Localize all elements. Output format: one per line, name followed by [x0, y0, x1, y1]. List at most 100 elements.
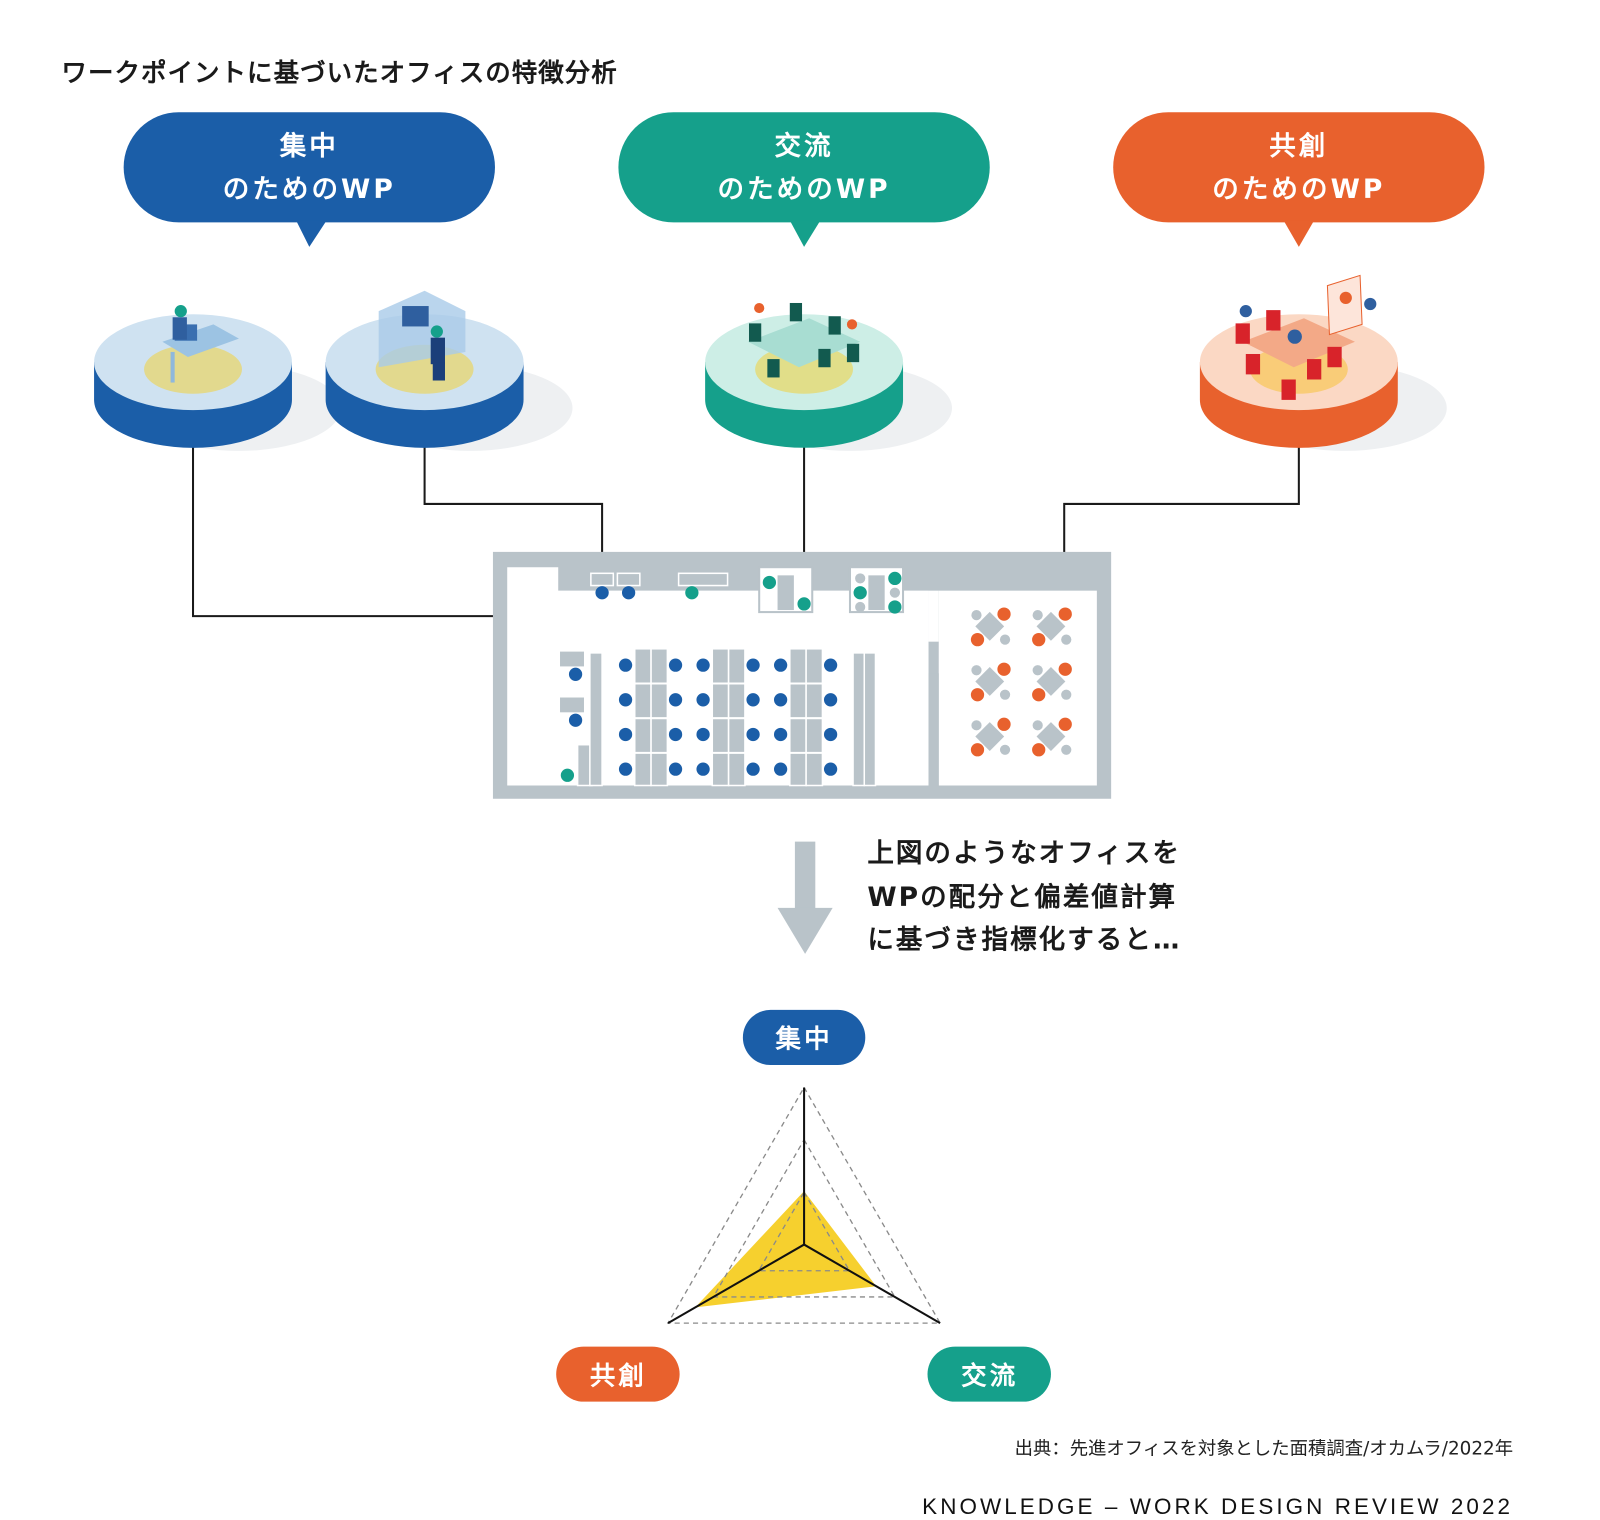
exchange-seat	[685, 586, 699, 600]
focus-seat	[595, 586, 609, 600]
empty-seat	[1061, 689, 1072, 700]
focus-seat	[618, 693, 633, 707]
focus-seat	[773, 693, 788, 707]
focus-seat	[621, 586, 636, 600]
person-head	[846, 319, 858, 330]
cocreation-seat	[1032, 632, 1046, 647]
source-note: 出典：先進オフィスを対象とした面積調査/オカムラ/2022年	[1015, 1439, 1513, 1460]
person-body	[172, 317, 187, 340]
chart-icon	[1339, 291, 1352, 304]
office-floor-plan	[492, 551, 1112, 799]
workpoint-disc-2	[325, 290, 573, 451]
exchange-seat	[560, 768, 575, 782]
empty-seat	[971, 665, 982, 676]
cocreation-seat	[997, 607, 1011, 621]
empty-seat	[999, 744, 1011, 755]
radar-data-area	[695, 1191, 877, 1308]
focus-seat	[618, 727, 633, 742]
focus-seat	[746, 727, 760, 742]
workpoint-disc-4	[1199, 274, 1447, 451]
focus-seat	[823, 727, 838, 742]
whiteboard	[1326, 274, 1363, 336]
person-head	[174, 305, 187, 318]
chair-3	[1245, 353, 1261, 375]
empty-seat	[999, 634, 1011, 645]
chair-1	[1235, 323, 1250, 344]
person-head	[1239, 305, 1252, 318]
focus-seat	[746, 762, 760, 776]
focus-seat	[773, 727, 788, 742]
desk-leg	[170, 351, 175, 383]
empty-seat	[971, 610, 982, 621]
radar-chart	[666, 1086, 942, 1324]
caption-line-3: に基づき指標化すると…	[867, 925, 1181, 956]
empty-seat	[889, 587, 900, 598]
chair-4	[1307, 359, 1322, 380]
exchange-seat	[853, 586, 867, 600]
down-arrow-icon	[777, 841, 833, 954]
bubble-cocreation: 共創 のためのWP	[1113, 112, 1485, 247]
bubble-focus: 集中 のためのWP	[123, 112, 495, 247]
caption-line-1: 上図のようなオフィスを	[867, 838, 1181, 869]
chair-5	[818, 348, 831, 368]
cocreation-seat	[1032, 743, 1046, 757]
chair-6	[846, 343, 860, 363]
empty-seat	[1032, 665, 1043, 676]
chair-2	[1266, 310, 1281, 331]
svg-text:交流: 交流	[961, 1361, 1018, 1391]
focus-seat	[618, 658, 633, 672]
cocreation-seat	[997, 662, 1011, 676]
svg-text:共創: 共創	[590, 1361, 647, 1391]
person-head	[1364, 297, 1377, 311]
focus-seat	[618, 762, 633, 776]
focus-seat	[668, 658, 683, 672]
radar-grid-level-2	[712, 1138, 896, 1298]
cocreation-seat	[1058, 717, 1072, 731]
empty-seat	[1061, 744, 1072, 755]
radar-label-focus: 集中	[742, 1009, 866, 1066]
svg-text:集中: 集中	[775, 1025, 833, 1055]
focus-seat	[746, 658, 760, 672]
cocreation-seat	[1058, 662, 1072, 676]
empty-seat	[971, 720, 982, 731]
bubble-exchange-line2: のためのWP	[718, 174, 891, 205]
person-head	[430, 325, 443, 338]
bubble-focus-line2: のためのWP	[223, 174, 396, 205]
focus-seat	[568, 713, 583, 727]
radar-grid-level-3	[666, 1086, 942, 1324]
caption-line-2: WPの配分と偏差値計算	[867, 882, 1177, 913]
empty-seat	[1061, 634, 1072, 645]
disc-highlight	[144, 344, 242, 394]
exchange-seat	[888, 571, 902, 586]
workpoint-disc-3	[705, 302, 952, 451]
cocreation-table	[1242, 318, 1355, 368]
person-head	[1287, 329, 1302, 344]
focus-seat	[568, 667, 583, 681]
exchange-seat	[888, 600, 902, 614]
cocreation-seat	[1032, 688, 1046, 702]
focus-seat	[696, 693, 710, 707]
bubble-exchange-line1: 交流	[775, 131, 834, 162]
cocreation-seat	[970, 632, 985, 647]
monitor	[402, 306, 429, 327]
person-body	[430, 337, 445, 365]
radar-axis-2	[803, 1243, 941, 1324]
bubble-cocreation-line2: のためのWP	[1212, 174, 1385, 205]
chair	[432, 362, 445, 381]
empty-seat	[855, 601, 866, 613]
bubble-focus-line1: 集中	[279, 131, 339, 162]
cocreation-seat	[970, 688, 985, 702]
focus-seat	[773, 658, 788, 672]
radar-axis-3	[667, 1243, 805, 1324]
cocreation-seat	[997, 717, 1011, 731]
chair-5	[1327, 346, 1342, 368]
chair-3	[828, 316, 841, 335]
focus-seat	[668, 693, 683, 707]
person-head	[754, 302, 765, 314]
radar-label-exchange: 交流	[927, 1346, 1051, 1402]
chair-2	[789, 302, 803, 322]
exchange-seat	[797, 597, 811, 611]
bubble-cocreation-line1: 共創	[1269, 131, 1328, 162]
radar-label-cocreation: 共創	[556, 1346, 680, 1402]
